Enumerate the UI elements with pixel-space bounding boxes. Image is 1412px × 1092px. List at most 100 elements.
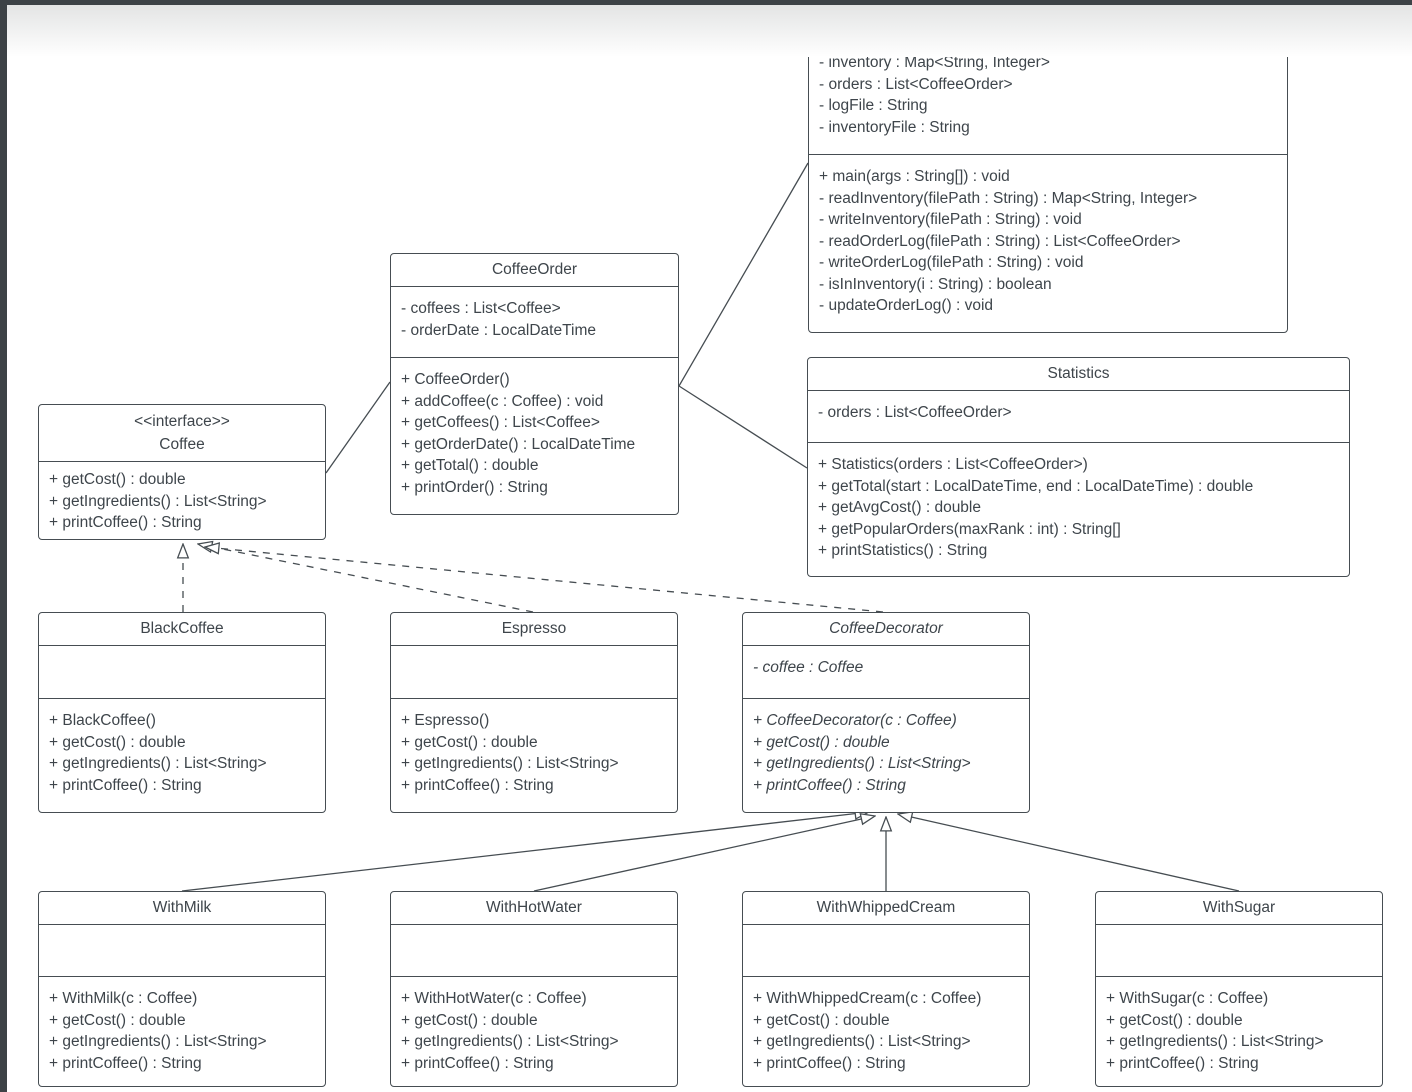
class-withmilk[interactable]: WithMilk + WithMilk(c : Coffee) + getCost… [38, 891, 326, 1087]
window-frame-left [0, 0, 7, 1092]
member-line: + getIngredients() : List<String> [49, 1033, 267, 1050]
member-line: + getCost() : double [49, 1011, 186, 1029]
member-line: + printOrder() : String [401, 478, 548, 496]
member-line: + printCoffee() : String [753, 776, 906, 794]
class-coffeeorder[interactable]: CoffeeOrder - coffees : List<Coffee> - or… [390, 253, 679, 515]
member-line: + printStatistics() : String [818, 542, 988, 559]
member-line: + printCoffee() : String [401, 1054, 554, 1072]
edge-withhotwater-decorator [533, 816, 875, 892]
member-line: + printCoffee() : String [401, 776, 554, 794]
class-statistics[interactable]: Statistics - orders : List<CoffeeOrder> … [807, 357, 1350, 577]
member-line: - readInventory(filePath : String) : Map… [819, 189, 1198, 207]
class-coffeedecorator[interactable]: CoffeeDecorator - coffee : Coffee + Coff… [742, 612, 1030, 813]
edge-statistics-coffeeorder [678, 385, 808, 469]
edge-espresso-coffee [198, 544, 534, 613]
class-title: WithSugar [1202, 899, 1276, 916]
member-line: + getCost() : double [753, 1011, 890, 1029]
class-withwhippedcream[interactable]: WithWhippedCream + WithWhippedCream(c : … [742, 891, 1030, 1087]
member-line: - orderDate : LocalDateTime [401, 321, 596, 339]
member-line: + CoffeeOrder() [401, 371, 510, 388]
class-espresso[interactable]: Espresso + Espresso() + getCost() : doubl… [390, 612, 678, 813]
methods-section: + getCost() : double + getIngredients() :… [39, 461, 325, 534]
attributes-section [391, 645, 677, 698]
member-line: + getCoffees() : List<Coffee> [401, 414, 600, 431]
class-blackcoffee[interactable]: BlackCoffee + BlackCoffee()+ getCost() :… [38, 612, 326, 813]
top-shadow-gradient [7, 5, 1412, 57]
stereotype-label: <<interface>> [134, 413, 230, 430]
methods-section: + WithSugar(c : Coffee) + getCost() : dou… [1096, 976, 1382, 1074]
edge-main-coffeeorder [678, 162, 809, 387]
member-line: + getOrderDate() : LocalDateTime [401, 435, 636, 453]
attributes-section [391, 924, 677, 976]
edge-coffeeorder-coffee [325, 381, 391, 474]
member-line: + getTotal(start : LocalDateTime, end : … [818, 477, 1254, 495]
class-title: CoffeeDecorator [829, 620, 943, 637]
member-line: + BlackCoffee() [49, 712, 156, 729]
attributes-section: - coffee : Coffee [743, 645, 1029, 698]
attributes-section [1096, 924, 1382, 976]
member-line: + getPopularOrders(maxRank : int) : Stri… [818, 520, 1121, 538]
member-line: + getIngredients() : List<String> [1106, 1033, 1324, 1050]
methods-section: + BlackCoffee() + getCost() : double + get… [39, 698, 325, 796]
attributes-section [39, 645, 325, 698]
member-line: - orders : List<CoffeeOrder> [819, 75, 1013, 93]
member-line: + getIngredients() : List<String> [401, 755, 619, 772]
member-line: + Espresso() [401, 712, 490, 729]
class-coffee-interface[interactable]: <<interface>> Coffee + getCost() : doubl… [38, 404, 326, 540]
class-title: <<interface>> Coffee [39, 405, 325, 461]
member-line: + getCost() : double [753, 733, 890, 751]
edge-withsugar-decorator [898, 814, 1240, 892]
methods-section: + CoffeeOrder() + addCoffee(c : Coffee) :… [391, 357, 678, 498]
edge-coffeedecorator-coffee [205, 547, 884, 613]
class-title: Statistics [1047, 365, 1110, 382]
attributes-section: - inventory : Map<String, Integer>- orde… [809, 40, 1287, 154]
member-line: - orders : List<CoffeeOrder> [818, 404, 1012, 421]
member-line: + WithSugar(c : Coffee) [1106, 990, 1269, 1007]
methods-section: + WithHotWater(c : Coffee)+ getCost() : … [391, 976, 677, 1074]
member-line: + getTotal() : double [401, 457, 539, 474]
class-title: WithHotWater [486, 899, 582, 916]
member-line: + getCost() : double [49, 471, 186, 488]
member-line: - updateOrderLog() : void [819, 297, 994, 314]
member-line: + addCoffee(c : Coffee) : void [401, 392, 604, 410]
member-line: - writeInventory(filePath : String) : vo… [819, 211, 1082, 228]
class-name: Coffee [159, 436, 205, 453]
member-line: + printCoffee() : String [49, 514, 202, 531]
attributes-section [743, 924, 1029, 976]
member-line: - logFile : String [819, 97, 928, 114]
member-line: + getIngredients() : List<String> [401, 1033, 619, 1050]
member-line: + CoffeeDecorator(c : Coffee) [753, 712, 957, 729]
member-line: + getCost() : double [49, 733, 186, 751]
edge-withmilk-decorator [181, 812, 869, 892]
member-line: + getCost() : double [1106, 1011, 1243, 1029]
member-line: + getCost() : double [401, 733, 538, 751]
member-line: - readOrderLog(filePath : String) : List… [819, 232, 1181, 250]
member-line: - writeOrderLog(filePath : String) : voi… [819, 254, 1084, 271]
member-line: + getIngredients() : List<String> [753, 1033, 971, 1050]
member-line: + getIngredients() : List<String> [49, 755, 267, 772]
attributes-section: - orders : List<CoffeeOrder> [808, 390, 1349, 442]
member-line: + printCoffee() : String [753, 1054, 906, 1072]
member-line: + WithMilk(c : Coffee) [49, 990, 198, 1007]
member-line: - coffee : Coffee [753, 659, 864, 676]
class-title: Espresso [501, 620, 567, 637]
member-line: + printCoffee() : String [49, 776, 202, 794]
member-line: + Statistics(orders : List<CoffeeOrder>) [818, 456, 1088, 473]
methods-section: + CoffeeDecorator(c : Coffee) + getCost()… [743, 698, 1029, 796]
member-line: - isInInventory(i : String) : boolean [819, 275, 1052, 293]
methods-section: + WithWhippedCream(c : Coffee) + getCost(… [743, 976, 1029, 1074]
class-withsugar[interactable]: WithSugar + WithSugar(c : Coffee) + getCo… [1095, 891, 1383, 1087]
member-line: - coffees : List<Coffee> [401, 300, 561, 317]
member-line: + WithHotWater(c : Coffee) [401, 990, 587, 1007]
window-frame-top [0, 0, 1412, 5]
class-title: WithMilk [152, 899, 212, 916]
member-line: + getIngredients() : List<String> [753, 755, 971, 772]
member-line: + getIngredients() : List<String> [49, 492, 267, 510]
attributes-section [39, 924, 325, 976]
class-title: CoffeeOrder [491, 261, 577, 278]
class-withhotwater[interactable]: WithHotWater + WithHotWater(c : Coffee)+… [390, 891, 678, 1087]
member-line: - inventoryFile : String [819, 118, 970, 136]
member-line: + WithWhippedCream(c : Coffee) [753, 990, 982, 1007]
attributes-section: - coffees : List<Coffee> - orderDate : Lo… [391, 286, 678, 357]
